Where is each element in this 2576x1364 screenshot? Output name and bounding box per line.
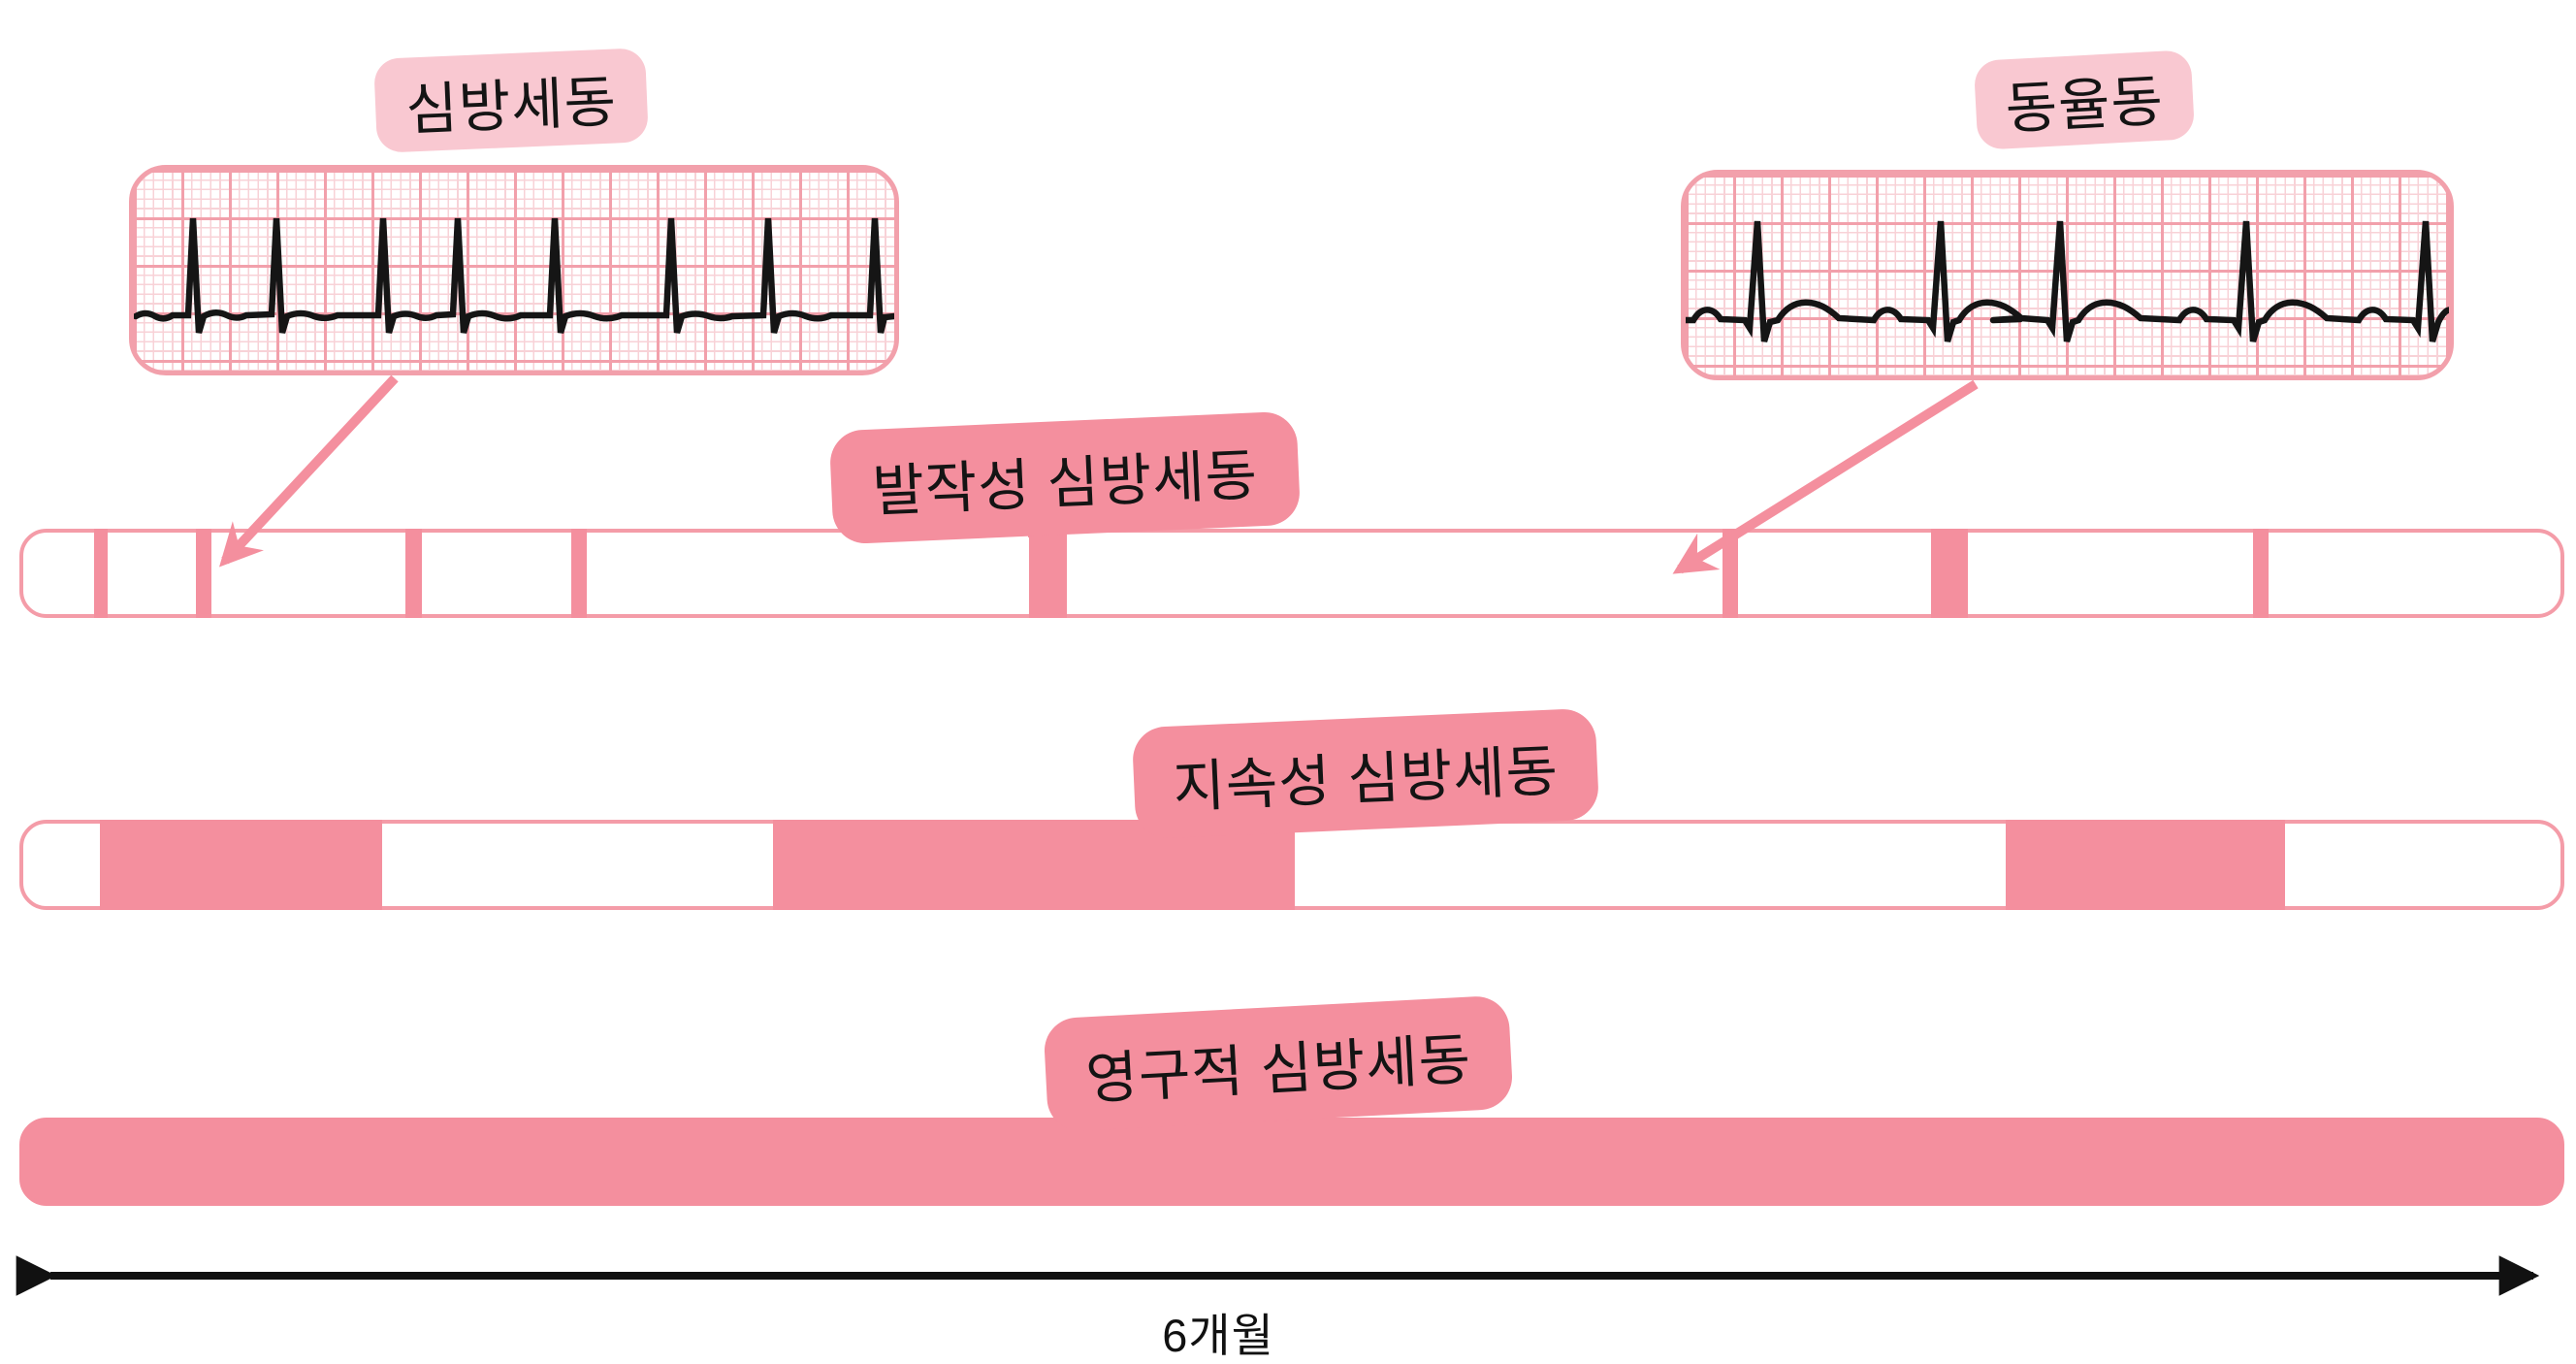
persistent-timeline-bar [19,820,2564,910]
afib-ecg-strip [129,165,899,375]
afib-callout-label: 심방세동 [404,69,619,143]
af-episode-segment [1930,529,1968,618]
sinus-callout-label: 동율동 [2004,69,2166,142]
af-episode-segment [93,529,108,618]
permanent-timeline-bar [19,1118,2564,1206]
af-episode-segment [404,529,422,618]
af-episode-segment [1722,529,1738,618]
timeline-axis-label: 6개월 [1162,1310,1274,1361]
af-episode-segment [571,529,587,618]
persistent-af-label: 지속성 심방세동 [1172,738,1561,820]
persistent-af-tag: 지속성 심방세동 [1131,707,1600,840]
af-episode-segment [1028,529,1068,618]
permanent-af-tag: 영구적 심방세동 [1043,994,1514,1133]
af-episode-segment [196,529,212,618]
permanent-af-label: 영구적 심방세동 [1084,1027,1473,1111]
paroxysmal-timeline-bar [19,529,2564,618]
af-episode-segment [2005,820,2285,910]
sinus-callout-tag: 동율동 [1973,49,2196,150]
paroxysmal-af-tag: 발작성 심방세동 [828,410,1302,545]
afib-callout-tag: 심방세동 [373,48,649,153]
af-episode-segment [99,820,382,910]
sinus-ecg-trace [1686,220,2449,342]
paroxysmal-af-label: 발작성 심방세동 [871,442,1260,524]
afib-ecg-trace [134,217,894,334]
sinus-ecg-strip [1681,170,2454,380]
af-episode-segment [2252,529,2269,618]
